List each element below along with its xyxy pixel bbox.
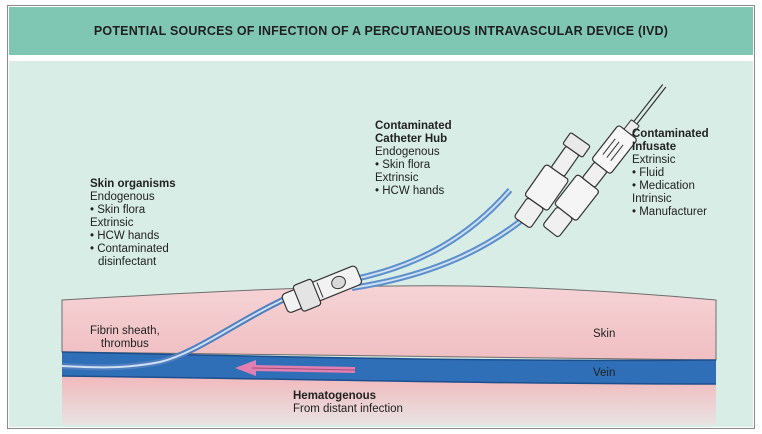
infusate-line: • Medication	[632, 180, 709, 193]
infusate-line: Extrinsic	[632, 154, 709, 167]
fibrin-label: Fibrin sheath, thrombus	[90, 325, 160, 351]
skin-organisms-line: Endogenous	[90, 191, 176, 204]
skin-organisms-heading: Skin organisms	[90, 178, 176, 191]
catheter-hub-line: • Skin flora	[375, 159, 452, 172]
infusate-heading-1: Contaminated	[632, 128, 709, 141]
fibrin-line-2: thrombus	[90, 338, 160, 351]
skin-organisms-line: • Contaminated	[90, 243, 176, 256]
skin-label: Skin	[593, 328, 615, 340]
infusate-heading-2: Infusate	[632, 141, 709, 154]
vein-label: Vein	[593, 367, 615, 379]
skin-layer	[62, 286, 716, 360]
catheter-hub-line: • HCW hands	[375, 185, 452, 198]
hematogenous-label: Hematogenous From distant infection	[293, 390, 403, 416]
infusate-line: • Manufacturer	[632, 206, 709, 219]
fibrin-line-1: Fibrin sheath,	[90, 325, 160, 338]
catheter-hub-line: Endogenous	[375, 146, 452, 159]
skin-organisms-line: • Skin flora	[90, 204, 176, 217]
hematogenous-line: From distant infection	[293, 403, 403, 416]
skin-organisms-label: Skin organisms Endogenous • Skin flora E…	[90, 178, 176, 269]
catheter-hub-heading-2: Catheter Hub	[375, 133, 452, 146]
infusate-line: • Fluid	[632, 167, 709, 180]
skin-organisms-line: • HCW hands	[90, 230, 176, 243]
skin-organisms-line: Extrinsic	[90, 217, 176, 230]
skin-organisms-line: disinfectant	[90, 256, 176, 269]
catheter-hub-label: Contaminated Catheter Hub Endogenous • S…	[375, 120, 452, 198]
catheter-hub-line: Extrinsic	[375, 172, 452, 185]
infusate-line: Intrinsic	[632, 193, 709, 206]
hematogenous-heading: Hematogenous	[293, 390, 403, 403]
catheter-hub-heading-1: Contaminated	[375, 120, 452, 133]
infusate-label: Contaminated Infusate Extrinsic • Fluid …	[632, 128, 709, 219]
